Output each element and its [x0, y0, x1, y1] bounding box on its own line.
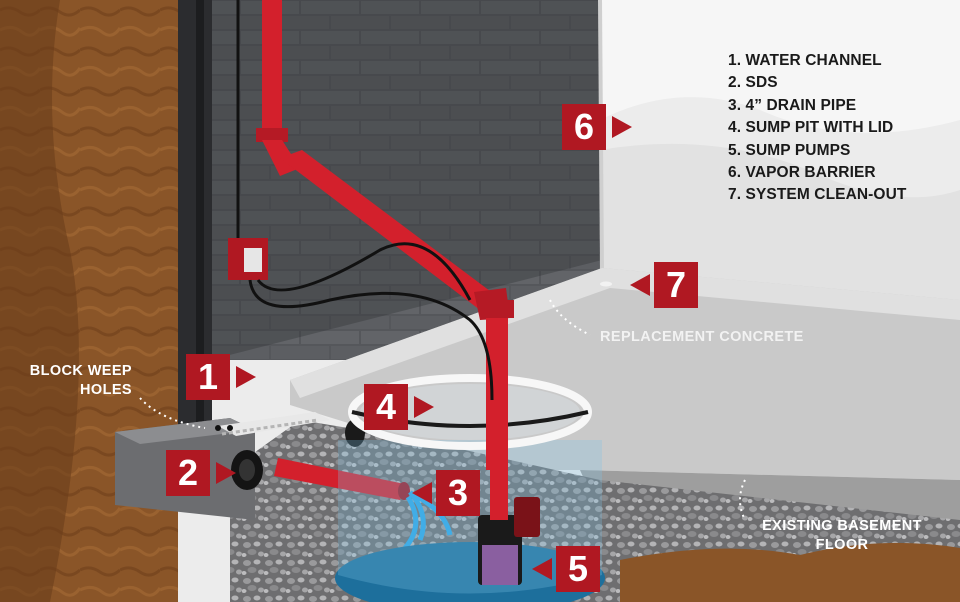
badge-2-arrow-icon — [216, 462, 236, 484]
callout-weep-line2: HOLES — [80, 382, 132, 398]
callout-block-weep-holes: BLOCK WEEP HOLES — [6, 362, 132, 400]
legend-item-sds: 2. SDS — [728, 74, 778, 92]
callout-weep-line1: BLOCK WEEP — [29, 363, 132, 379]
callout-existing-basement-floor: EXISTING BASEMENT FLOOR — [742, 517, 942, 555]
floor-leader — [739, 479, 746, 521]
callout-floor-line2: FLOOR — [815, 537, 869, 553]
legend: 1. WATER CHANNEL 2. SDS 3. 4” DRAIN PIPE… — [728, 50, 953, 207]
soil-bottom — [620, 542, 960, 602]
sump-pit-water — [335, 542, 605, 602]
badge-3-arrow-icon — [412, 482, 432, 504]
badge-1: 1 — [186, 354, 230, 400]
discharge-pipe — [256, 0, 514, 470]
legend-item-drain-pipe: 3. 4” DRAIN PIPE — [728, 96, 857, 114]
legend-item-water-channel: 1. WATER CHANNEL — [728, 52, 882, 69]
badge-5-arrow-icon — [532, 558, 552, 580]
badge-1-arrow-icon — [236, 366, 256, 388]
concrete-leader — [549, 299, 591, 336]
clean-out-cap — [600, 281, 612, 287]
badge-5: 5 — [556, 546, 600, 592]
callout-floor-line1: EXISTING BASEMENT — [762, 518, 922, 534]
drain-pipe — [274, 458, 405, 500]
badge-7-arrow-icon — [630, 274, 650, 296]
badge-4-arrow-icon — [414, 396, 434, 418]
callout-replacement-concrete: REPLACEMENT CONCRETE — [600, 329, 804, 345]
legend-item-sump-pumps: 5. SUMP PUMPS — [728, 141, 851, 159]
legend-item-vapor-barrier: 6. VAPOR BARRIER — [728, 164, 876, 182]
badge-6-arrow-icon — [612, 116, 632, 138]
badge-7: 7 — [654, 262, 698, 308]
legend-item-sump-pit: 4. SUMP PIT WITH LID — [728, 119, 894, 137]
badge-4: 4 — [364, 384, 408, 430]
sump-pump-backup — [514, 497, 540, 537]
power-cord — [248, 279, 494, 401]
legend-item-clean-out: 7. SYSTEM CLEAN-OUT — [728, 186, 907, 204]
badge-3: 3 — [436, 470, 480, 516]
badge-6: 6 — [562, 104, 606, 150]
badge-2: 2 — [166, 450, 210, 496]
